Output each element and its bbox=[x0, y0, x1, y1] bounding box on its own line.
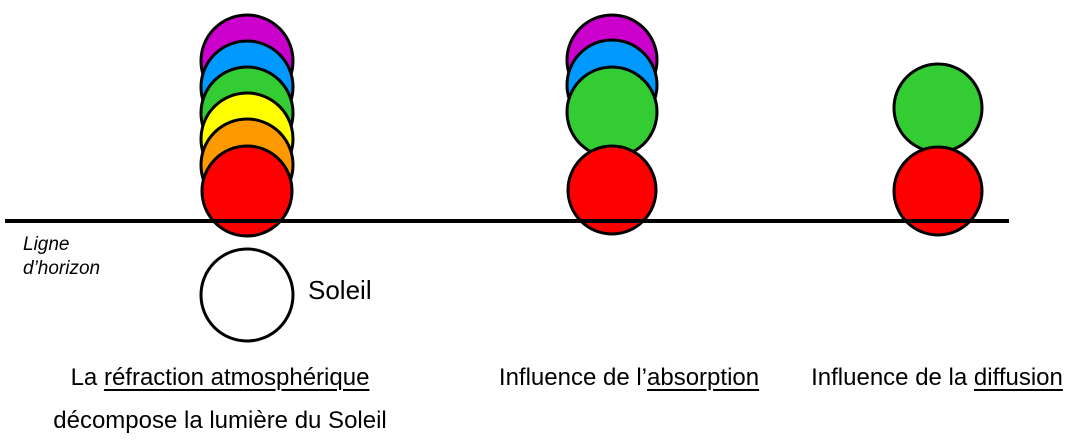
diffusion-sun-stack bbox=[892, 62, 984, 237]
caption-absorption-text-segment: absorption bbox=[647, 364, 760, 391]
horizon-line-label: Ligne d’horizon bbox=[23, 233, 100, 281]
caption-diffusion: Influence de la diffusion bbox=[811, 364, 1063, 392]
caption-refraction: La réfraction atmosphérique décompose la … bbox=[53, 364, 387, 435]
caption-absorption-line: Influence de l’absorption bbox=[499, 364, 759, 392]
sun-label: Soleil bbox=[308, 275, 372, 305]
caption-refraction-text-segment: La bbox=[70, 364, 104, 391]
caption-refraction-line: décompose la lumière du Soleil bbox=[53, 407, 387, 435]
refraction-sun-stack bbox=[199, 13, 295, 238]
caption-diffusion-text-segment: Influence de la bbox=[811, 364, 974, 391]
horizon-label-line1: Ligne bbox=[23, 234, 70, 255]
absorption-sun-stack bbox=[565, 13, 659, 236]
horizon-label-line2: d’horizon bbox=[23, 258, 101, 279]
caption-absorption-text-segment: Influence de l’ bbox=[498, 364, 648, 391]
caption-absorption: Influence de l’absorption bbox=[499, 364, 759, 392]
caption-diffusion-text-segment: diffusion bbox=[973, 364, 1063, 391]
caption-refraction-text-segment: réfraction atmosphérique bbox=[103, 364, 370, 391]
refraction-sun-stack-red-circle bbox=[200, 144, 294, 238]
sun-below-horizon-circle bbox=[199, 247, 295, 343]
caption-diffusion-line: Influence de la diffusion bbox=[811, 364, 1063, 392]
absorption-sun-stack-red-circle bbox=[566, 144, 658, 236]
diffusion-sun-stack-green-circle bbox=[892, 62, 984, 154]
diffusion-sun-stack-red-circle bbox=[892, 145, 984, 237]
caption-refraction-text-segment: décompose la lumière du Soleil bbox=[53, 407, 387, 434]
caption-refraction-line: La réfraction atmosphérique bbox=[53, 364, 387, 392]
absorption-sun-stack-green-circle bbox=[565, 65, 659, 159]
